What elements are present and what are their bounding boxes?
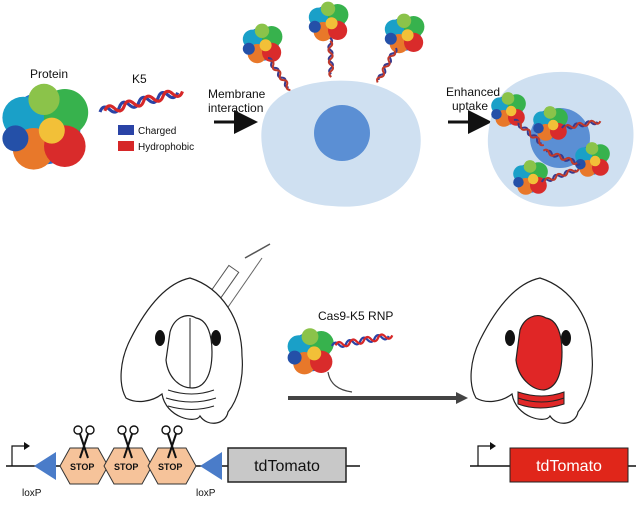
helix-peptide-icon	[97, 86, 185, 118]
legend-hydrophobic-label: Hydrophobic	[138, 142, 194, 153]
rnp-protein-icon	[287, 328, 334, 375]
membrane-interaction-line1: Membrane	[208, 87, 266, 101]
promoter-arrow-icon-left	[11, 442, 30, 466]
attached-protein-1	[242, 23, 283, 64]
loxp-right-triangle	[200, 452, 222, 480]
stop-cassette-2: STOP	[103, 447, 153, 485]
gene-box-before	[227, 447, 347, 483]
gene-label-after: tdTomato	[536, 458, 602, 475]
gene-box-after	[509, 447, 629, 483]
legend-hydrophobic-swatch	[118, 141, 134, 151]
loxp-left-triangle	[34, 452, 56, 480]
rnp-connector	[327, 371, 353, 393]
gene-label-before: tdTomato	[254, 458, 320, 475]
attached-protein-2	[308, 1, 349, 42]
loxp-left-label: loxP	[22, 488, 42, 499]
cell-nucleus-before	[314, 105, 370, 161]
attached-protein-3	[384, 13, 425, 54]
scissors-icon-3	[161, 425, 183, 459]
stop-cassette-3: STOP	[147, 447, 197, 485]
k5-label: K5	[132, 72, 147, 86]
enhanced-uptake-line2: uptake	[452, 99, 488, 113]
svg-text:STOP: STOP	[114, 462, 138, 472]
mouse-brain-icon-right	[470, 277, 593, 424]
loxp-right-label: loxP	[196, 488, 216, 499]
enhanced-uptake-line1: Enhanced	[446, 85, 500, 99]
promoter-arrow-icon-right	[477, 442, 496, 466]
stop-cassette-1: STOP	[59, 447, 109, 485]
rnp-label: Cas9-K5 RNP	[318, 309, 393, 323]
legend-charged-label: Charged	[138, 126, 176, 137]
protein-label: Protein	[30, 67, 68, 81]
membrane-interaction-line2: interaction	[208, 101, 263, 115]
process-arrow-head	[456, 392, 468, 404]
legend-charged-swatch	[118, 125, 134, 135]
svg-text:STOP: STOP	[70, 462, 94, 472]
svg-text:STOP: STOP	[158, 462, 182, 472]
mouse-brain-icon-left	[120, 277, 243, 424]
protein-blob-icon	[2, 83, 89, 170]
scissors-icon-1	[73, 425, 95, 459]
scissors-icon-2	[117, 425, 139, 459]
